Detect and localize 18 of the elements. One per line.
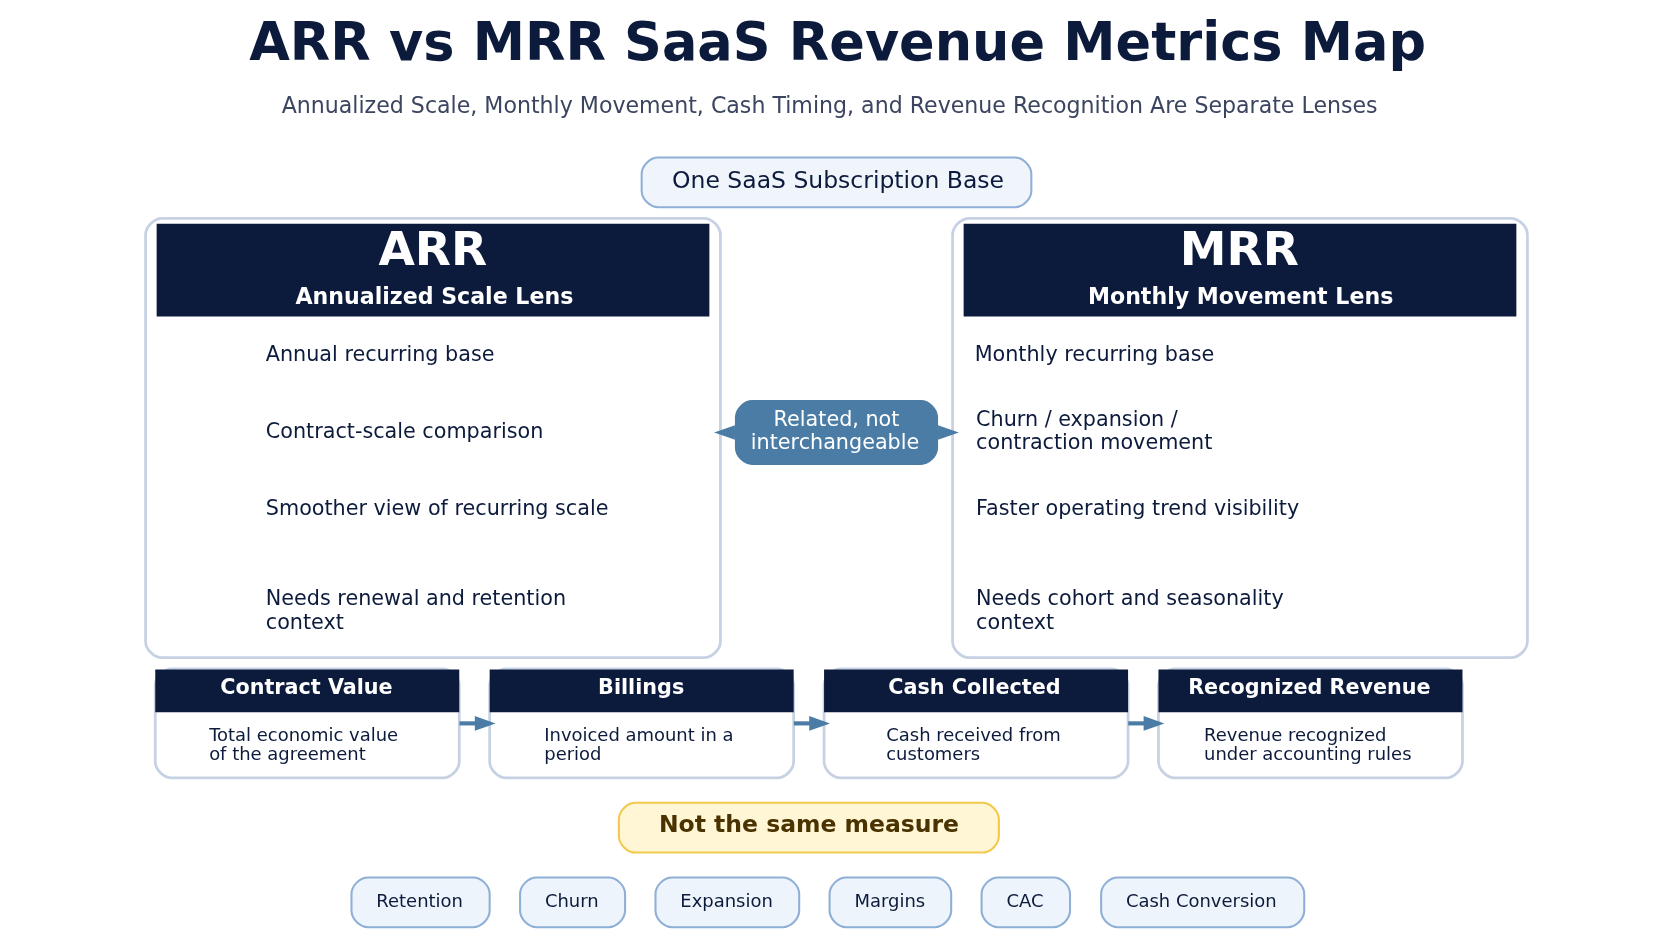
node-text: Smoother view of recurring scale: [265, 495, 608, 520]
node-text: Contract-scale comparison: [265, 419, 543, 444]
node-text: Churn / expansion / contraction movement: [975, 406, 1212, 455]
node-box: Cash Conversion: [1099, 876, 1305, 929]
node-box: CAC: [980, 876, 1071, 929]
node-text: Monthly recurring base: [974, 342, 1214, 367]
node-box: Expansion: [653, 876, 800, 929]
label: Annualized Scale, Monthly Movement, Cash Timing, and Revenue Recognition Are Separate Lenses: [281, 92, 1378, 119]
node-text: Needs cohort and seasonality context: [975, 586, 1284, 634]
node-box: One SaaS Subscription Base: [640, 156, 1032, 209]
diagram-title: ARR vs MRR SaaS Revenue Metrics Map: [248, 10, 1426, 72]
node-box: Churn: [518, 876, 626, 929]
node-text: Needs renewal and retention context: [265, 586, 566, 634]
node-box: Retention: [349, 876, 491, 929]
node-text: Annual recurring base: [265, 342, 494, 367]
node-text: Faster operating trend visibility: [975, 495, 1299, 520]
node-box: Not the same measure: [617, 801, 1000, 854]
node-box: Margins: [828, 876, 952, 929]
